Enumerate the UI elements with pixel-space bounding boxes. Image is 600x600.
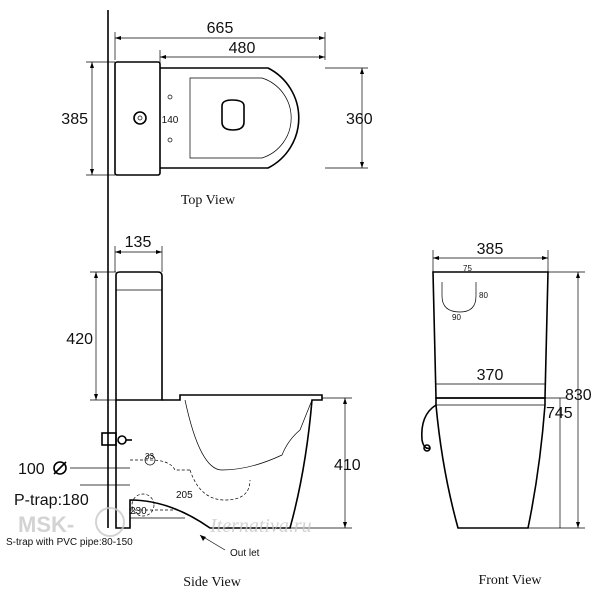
tank-side bbox=[115, 271, 163, 401]
watermark: MSK- Iternativa.ru bbox=[18, 507, 312, 537]
dim-s-trap: 100 bbox=[18, 461, 45, 478]
dim-tank-depth: 385 bbox=[61, 111, 88, 128]
outlet-note: Out let bbox=[230, 548, 260, 559]
bowl-front bbox=[435, 397, 546, 529]
flush-button-icon bbox=[133, 111, 147, 125]
top-view-caption: Top View bbox=[181, 193, 236, 208]
valve-fitting bbox=[101, 432, 117, 446]
dim-tank-width: 135 bbox=[125, 234, 152, 251]
s-trap-note: S-trap with PVC pipe:80-150 bbox=[6, 537, 133, 548]
supply-hose bbox=[420, 404, 437, 450]
bowl-inner bbox=[189, 77, 292, 159]
s-trap-dim: 100 bbox=[18, 461, 67, 478]
dim-bowl-depth: 360 bbox=[346, 111, 373, 128]
front-view: 385 75 80 90 370 830 745 Front View bbox=[420, 241, 592, 588]
watermark-left: MSK- bbox=[18, 512, 74, 537]
watermark-right: Iternativa.ru bbox=[209, 515, 312, 537]
dim-75: 75 bbox=[463, 264, 472, 273]
dim-bowl-height: 745 bbox=[546, 405, 573, 422]
diameter-symbol-icon bbox=[53, 461, 67, 475]
dim-front-width-top: 385 bbox=[477, 241, 504, 258]
dim-total-height: 830 bbox=[565, 387, 592, 404]
drain-symbol bbox=[221, 99, 245, 131]
bowl-outline bbox=[160, 67, 300, 169]
dim-80: 80 bbox=[479, 291, 488, 300]
side-view-caption: Side View bbox=[183, 575, 242, 590]
top-view: 665 480 140 385 360 Top V bbox=[61, 20, 373, 208]
front-view-caption: Front View bbox=[478, 573, 542, 588]
dim-205: 205 bbox=[176, 490, 193, 501]
dim-front-width-base: 370 bbox=[477, 367, 504, 384]
dim-tank-height: 420 bbox=[66, 331, 93, 348]
side-view: 135 420 410 100 bbox=[6, 234, 361, 590]
dim-p-trap: P-trap:180 bbox=[14, 492, 89, 509]
outlet-circle bbox=[131, 493, 155, 517]
dim-seat-height: 410 bbox=[334, 457, 361, 474]
bowl-inner-side bbox=[184, 399, 313, 471]
bowl-side bbox=[115, 394, 323, 529]
dim-33: 33 bbox=[145, 452, 154, 461]
dim-90: 90 bbox=[452, 313, 461, 322]
flush-cutout bbox=[441, 282, 477, 313]
dim-230: 230 bbox=[130, 506, 147, 517]
tank-outline bbox=[114, 61, 161, 176]
dim-overall-width: 665 bbox=[207, 20, 234, 37]
dim-hole: 140 bbox=[162, 115, 179, 126]
dim-bowl-width: 480 bbox=[229, 40, 256, 57]
watermark-logo-icon bbox=[95, 507, 125, 537]
